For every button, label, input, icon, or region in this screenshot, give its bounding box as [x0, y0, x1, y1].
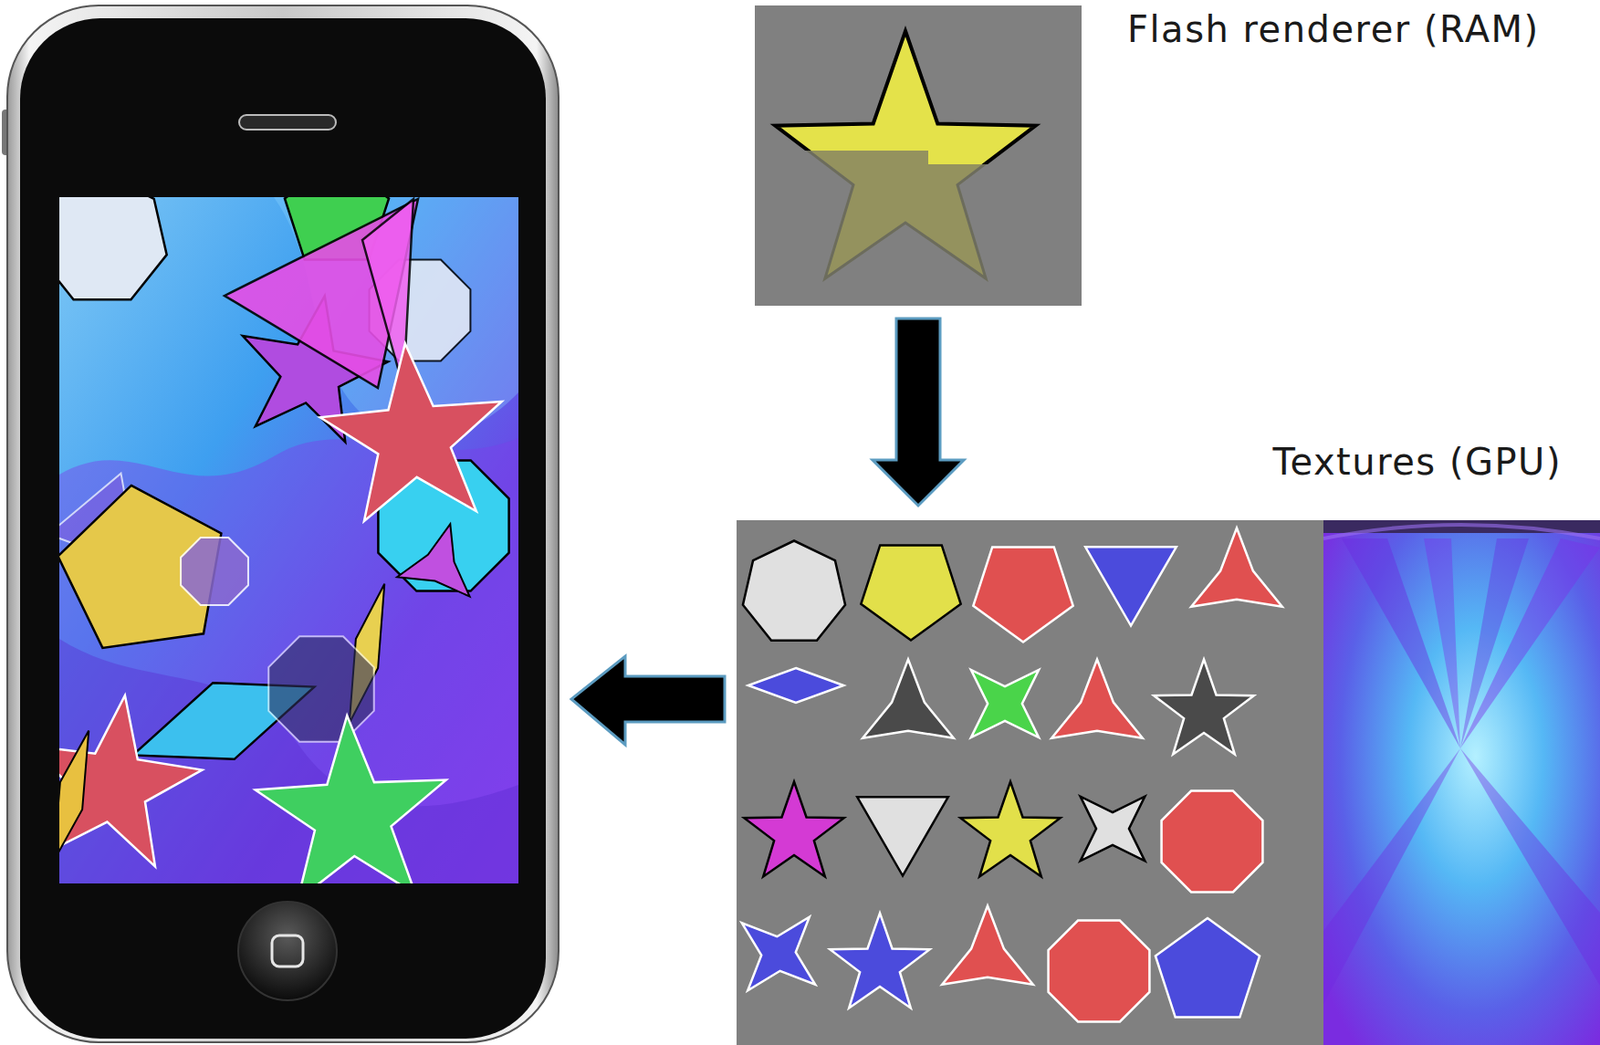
texture-shape — [860, 544, 961, 640]
texture-ray — [1460, 748, 1600, 986]
speaker-slot — [239, 115, 336, 130]
node-heading: Flash renderer (RAM) — [1127, 7, 1542, 52]
texture-shape — [1161, 791, 1264, 893]
texture-shape — [972, 546, 1073, 642]
texture-shape — [862, 659, 954, 739]
texture-atlas — [736, 520, 1324, 1045]
texture-shape — [829, 913, 930, 1009]
screen-scene — [59, 197, 519, 884]
phone-bezel — [7, 5, 559, 1043]
star-rendered — [774, 31, 1036, 279]
screen-shape — [397, 513, 487, 597]
screen-shape — [224, 198, 419, 388]
screen-shape — [268, 636, 374, 742]
renderer-canvas — [754, 5, 1082, 306]
star-rendered-part — [774, 31, 1036, 279]
screen-shape — [180, 537, 249, 606]
texture-panel: Textures (GPU) — [736, 520, 1600, 1045]
texture-shape — [1085, 546, 1177, 626]
texture-shape — [1048, 920, 1151, 1023]
background-texture — [1323, 520, 1600, 1045]
texture-ray — [1460, 538, 1600, 749]
texture-shape — [742, 541, 846, 641]
texture-shape — [1191, 528, 1283, 607]
texture-rays — [1323, 520, 1600, 1004]
renderer-box: Flash renderer (RAM) — [754, 5, 1082, 306]
texture-ray — [1423, 538, 1461, 749]
texture-shape — [743, 782, 844, 878]
home-button — [238, 901, 337, 1001]
texture-shape — [857, 796, 949, 876]
texture-shape — [1153, 659, 1254, 755]
texture-ray — [1341, 538, 1461, 749]
texture-shape — [1155, 918, 1260, 1018]
screen-shape — [59, 197, 168, 300]
screen-shape — [251, 711, 452, 884]
texture-shape — [1047, 763, 1177, 893]
node-heading: Textures (GPU) — [1272, 439, 1564, 484]
texture-shape — [941, 906, 1034, 985]
texture-shape — [937, 636, 1073, 772]
screen-shape — [59, 717, 100, 876]
screen-shape — [313, 335, 512, 525]
texture-shape — [711, 886, 847, 1022]
flow-arrow — [571, 656, 725, 745]
texture-shape — [748, 668, 845, 703]
texture-shape — [1051, 659, 1143, 739]
home-icon — [271, 935, 304, 967]
star-rendering — [774, 31, 1036, 279]
flow-arrow — [872, 318, 964, 506]
texture-shapes — [711, 528, 1283, 1023]
phone-face — [20, 18, 546, 1039]
texture-arc — [1323, 524, 1600, 539]
texture-ray — [1323, 748, 1461, 1004]
texture-shape — [960, 782, 1060, 878]
